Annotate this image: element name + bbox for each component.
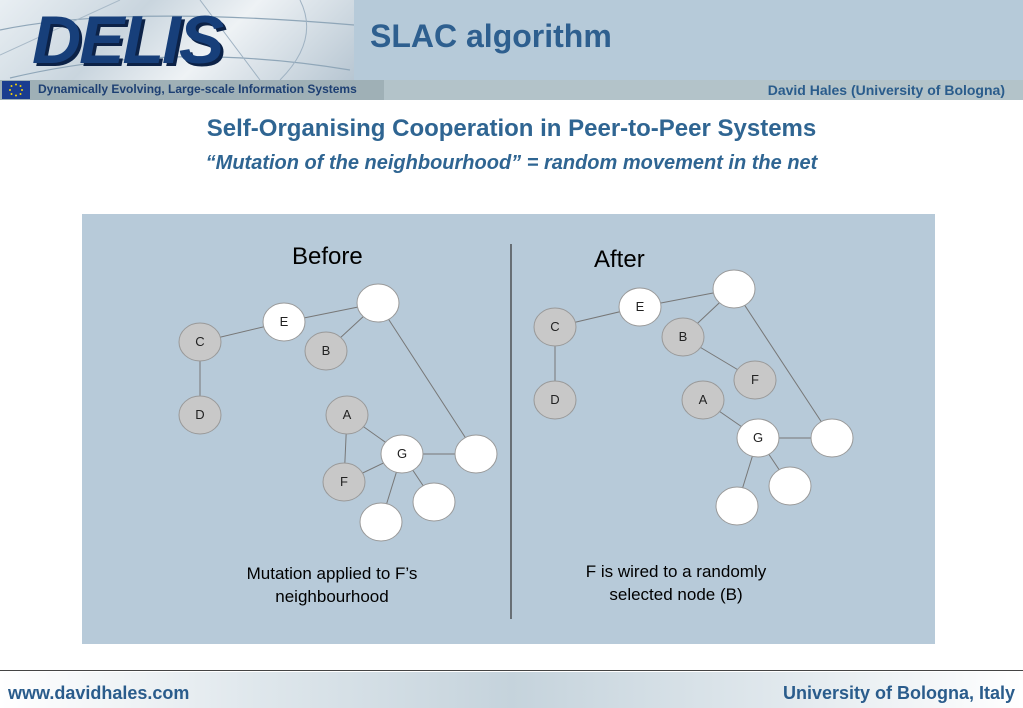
before-label-e: E <box>280 314 289 329</box>
after-node-a <box>681 380 725 420</box>
after-node-g <box>736 418 780 458</box>
project-subtitle: Dynamically Evolving, Large-scale Inform… <box>38 82 357 96</box>
before-label-f: F <box>340 474 348 489</box>
before-node-bottom1 <box>412 482 456 522</box>
slide-title: SLAC algorithm <box>370 18 612 54</box>
after-node-b <box>661 317 705 357</box>
before-node-bottom2 <box>359 502 403 542</box>
subheading: “Mutation of the neighbourhood” = random… <box>205 152 818 174</box>
before-node-e <box>262 302 306 342</box>
before-label-g: G <box>397 446 407 461</box>
before-node-c <box>178 322 222 362</box>
eu-flag-icon <box>2 81 30 99</box>
before-caption: Mutation applied to F’s neighbourhood <box>212 562 452 608</box>
before-node-b <box>304 331 348 371</box>
footer-website: www.davidhales.com <box>8 683 190 703</box>
before-node-f <box>322 462 366 502</box>
before-label-c: C <box>195 334 204 349</box>
after-node-c <box>533 307 577 347</box>
after-edge-top-right <box>733 288 833 439</box>
before-node-d <box>178 395 222 435</box>
header: DELIS SLAC algorithm Dynamically Evolvin… <box>0 0 1023 100</box>
footer-institution: University of Bologna, Italy <box>782 683 1015 703</box>
after-node-d <box>533 380 577 420</box>
before-title: Before <box>292 243 363 270</box>
before-nodes <box>178 283 498 542</box>
before-caption-line2: neighbourhood <box>275 587 389 606</box>
after-label-a: A <box>699 392 708 407</box>
before-label-b: B <box>322 343 331 358</box>
after-node-bottom2 <box>715 486 759 526</box>
after-node-e <box>618 287 662 327</box>
heading: Self-Organising Cooperation in Peer-to-P… <box>206 115 817 142</box>
before-caption-line1: Mutation applied to F’s <box>246 564 418 583</box>
title-band: SLAC algorithm <box>354 0 1023 80</box>
after-node-bottom1 <box>768 466 812 506</box>
before-node-top <box>356 283 400 323</box>
after-label-g: G <box>753 430 763 445</box>
author: David Hales (University of Bologna) <box>767 82 1005 98</box>
network-diagram: Before After C E B D A G F C E B D A G F <box>178 243 854 619</box>
after-caption: F is wired to a randomly selected node (… <box>556 560 796 606</box>
logo-network-lines <box>0 0 354 80</box>
footer: www.davidhales.com University of Bologna… <box>0 672 1023 708</box>
after-label-b: B <box>679 329 688 344</box>
after-node-f <box>733 360 777 400</box>
after-title: After <box>594 246 645 273</box>
after-node-right <box>810 418 854 458</box>
before-node-a <box>325 395 369 435</box>
after-label-c: C <box>550 319 559 334</box>
after-node-top <box>712 269 756 309</box>
logo-text: DELIS <box>32 2 224 78</box>
before-label-a: A <box>343 407 352 422</box>
subtitle-band-left <box>0 80 384 100</box>
diagram-panel: Before After C E B D A G F C E B D A G F… <box>82 214 935 644</box>
footer-divider <box>0 670 1023 671</box>
before-label-d: D <box>195 407 204 422</box>
before-edge-top-right <box>377 302 477 455</box>
before-node-right <box>454 434 498 474</box>
logo: DELIS <box>0 0 354 80</box>
after-caption-line1: F is wired to a randomly <box>585 562 767 581</box>
before-node-g <box>380 434 424 474</box>
after-label-d: D <box>550 392 559 407</box>
after-label-f: F <box>751 372 759 387</box>
after-nodes <box>533 269 854 526</box>
after-caption-line2: selected node (B) <box>609 585 743 604</box>
after-label-e: E <box>636 299 645 314</box>
